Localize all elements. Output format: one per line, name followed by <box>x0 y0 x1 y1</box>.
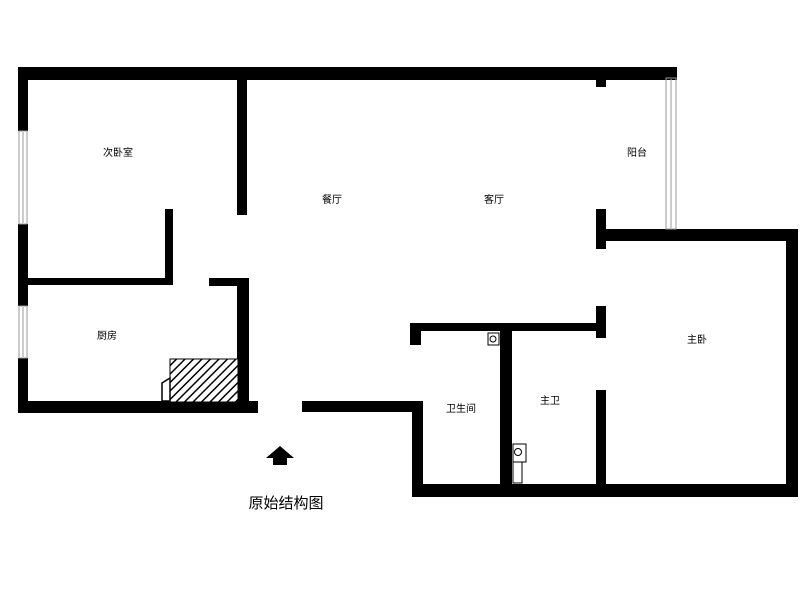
wall-entrance-right <box>302 401 423 412</box>
wall-right <box>786 229 798 497</box>
fixtures <box>487 332 527 484</box>
windows <box>18 77 677 359</box>
label-kitchen: 厨房 <box>97 329 117 342</box>
master-bath-fixture-drain <box>514 448 522 456</box>
up-arrow-icon <box>266 446 294 465</box>
label-second-bedroom: 次卧室 <box>103 146 133 159</box>
window-balcony <box>665 77 677 230</box>
master-bath-fixture-base <box>512 461 523 484</box>
window-second-bedroom <box>18 130 28 225</box>
plan-caption: 原始结构图 <box>248 494 324 512</box>
walls <box>18 67 798 497</box>
wall-bedroom-stub <box>165 209 173 285</box>
wall-master-left-top <box>596 209 606 249</box>
wall-master-top <box>596 229 798 241</box>
wall-master-left-low <box>596 390 606 484</box>
wall-left-middle <box>18 224 28 306</box>
wall-bath-left <box>412 401 423 497</box>
label-living: 客厅 <box>484 193 504 206</box>
label-balcony: 阳台 <box>627 146 647 159</box>
wall-left-upper <box>18 67 28 131</box>
wall-bedroom-kitchen <box>18 278 173 285</box>
wall-left-lower <box>18 358 28 413</box>
wall-bottom-left <box>18 401 258 413</box>
label-master-bedroom: 主卧 <box>687 333 707 346</box>
window-kitchen <box>18 305 28 359</box>
label-bathroom: 卫生间 <box>446 402 476 415</box>
wall-kitchen-right <box>237 278 249 413</box>
wall-bath-top-stub <box>410 323 421 345</box>
wall-top <box>18 67 677 80</box>
wall-bath-partition <box>500 323 512 485</box>
wall-bottom-right <box>412 484 798 497</box>
wall-bedroom-partition <box>237 78 247 215</box>
wall-master-left-mid <box>596 306 606 338</box>
wall-balcony-stub <box>596 67 606 87</box>
bath-fixture-top-drain <box>489 335 497 343</box>
label-dining: 餐厅 <box>322 193 342 206</box>
room-labels: 次卧室 餐厅 客厅 阳台 厨房 主卧 卫生间 主卫 <box>97 146 707 415</box>
label-master-bath: 主卫 <box>540 395 560 407</box>
wall-kitchen-top-right <box>209 278 249 286</box>
kitchen-shaft <box>169 358 239 403</box>
kitchen-pipe <box>161 376 171 402</box>
bath-fixture-top <box>487 332 500 346</box>
